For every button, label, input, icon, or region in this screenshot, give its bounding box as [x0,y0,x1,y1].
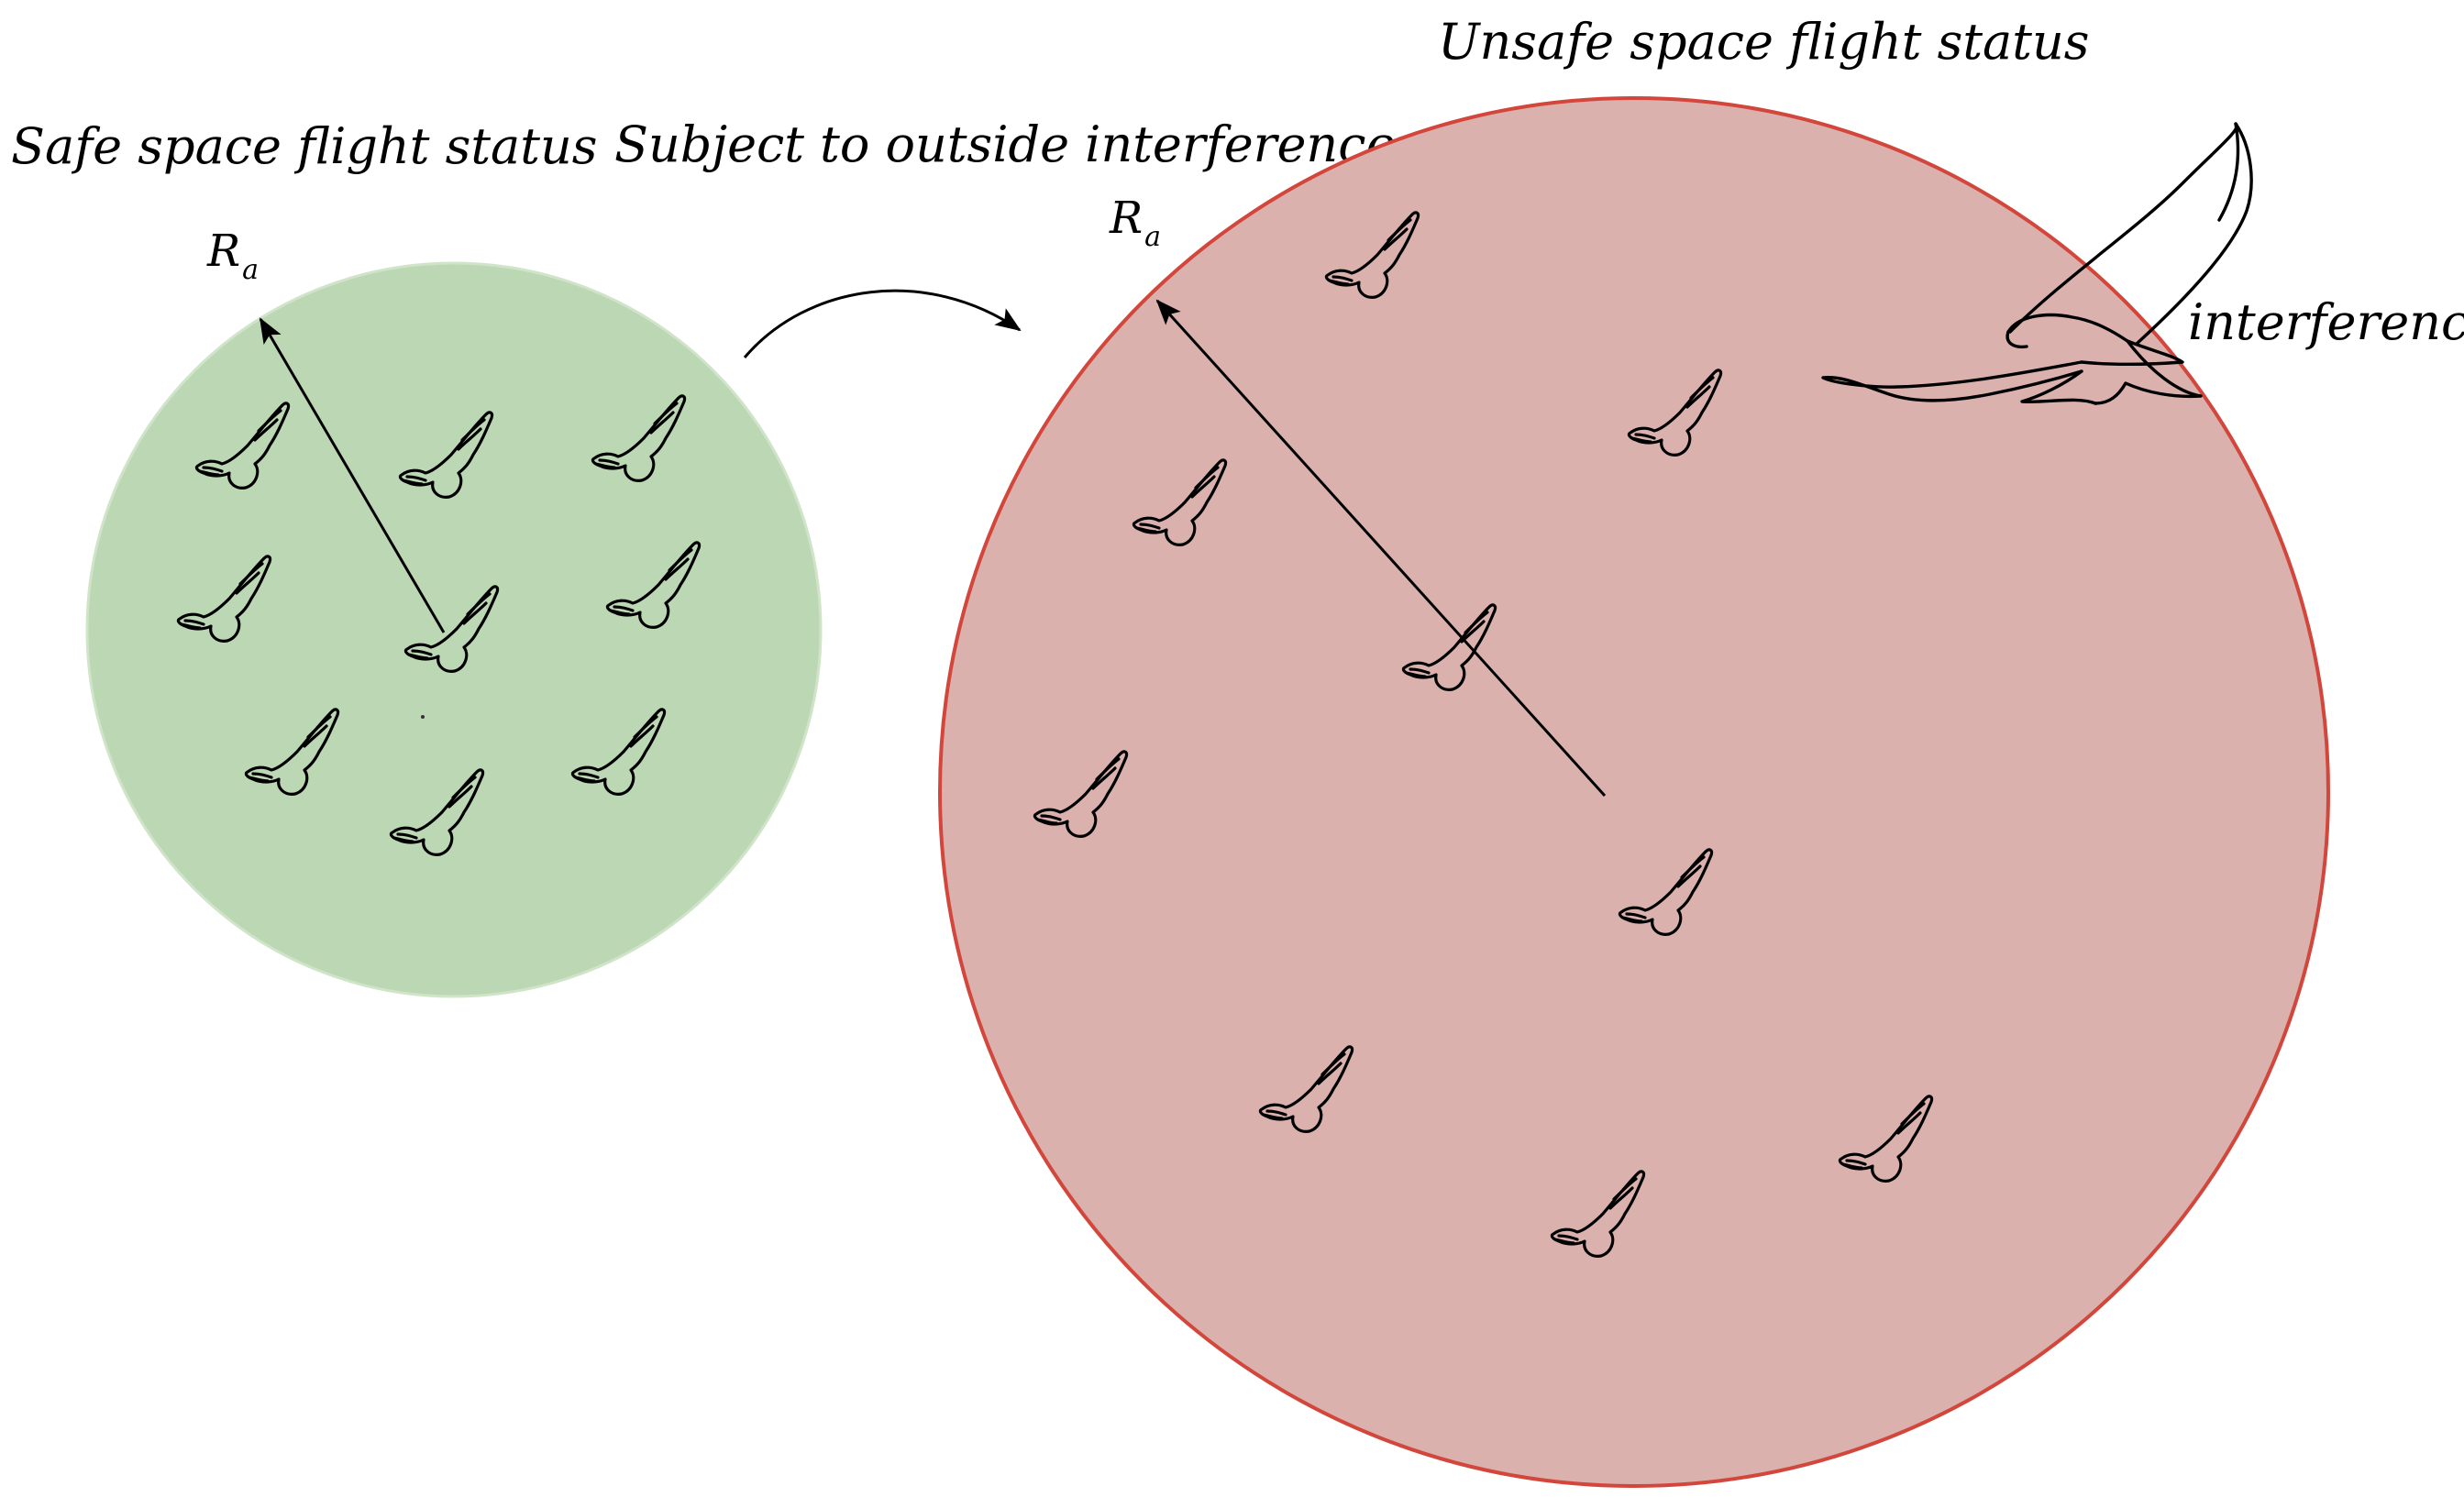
unsafe-radius-symbol: R [1109,193,1143,244]
safe-radius-label: Ra [206,226,259,286]
unsafe-flight-zone [938,96,2330,1488]
interference-transition-title: Subject to outside interference [614,116,1395,173]
predator-bird-icon [1821,122,2253,405]
center-dot [421,715,425,719]
unsafe-status-title: Unsafe space flight status [1438,13,2089,71]
unsafe-radius-subscript: a [1144,221,1161,253]
safe-radius-subscript: a [242,254,259,286]
transition-arrow-icon [743,289,1022,358]
unsafe-radius-arrow [1155,299,1607,798]
interference-label: interference [2188,293,2464,351]
safe-radius-arrow [259,317,446,633]
unsafe-radius-label: Ra [1109,193,1161,253]
safe-radius-symbol: R [206,226,240,277]
safe-status-title: Safe space flight status [11,117,597,175]
